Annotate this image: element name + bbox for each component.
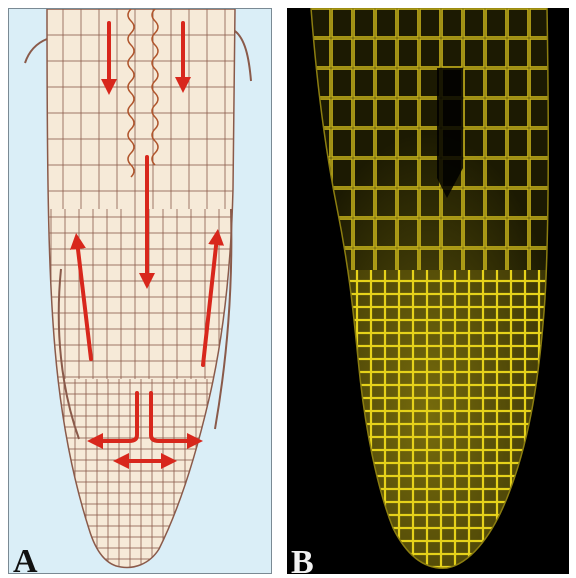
root-hair-right [235,31,251,81]
panel-label-a: A [13,545,38,574]
fluorescent-root-image [287,8,569,574]
panel-a-root-tip-diagram: A [8,8,272,574]
root-tip-diagram [9,9,272,574]
panel-label-b: B [291,546,314,574]
root-hair-left [25,39,47,63]
panel-b-fluorescence-micrograph: B [287,8,569,574]
cell-grid [9,9,272,574]
